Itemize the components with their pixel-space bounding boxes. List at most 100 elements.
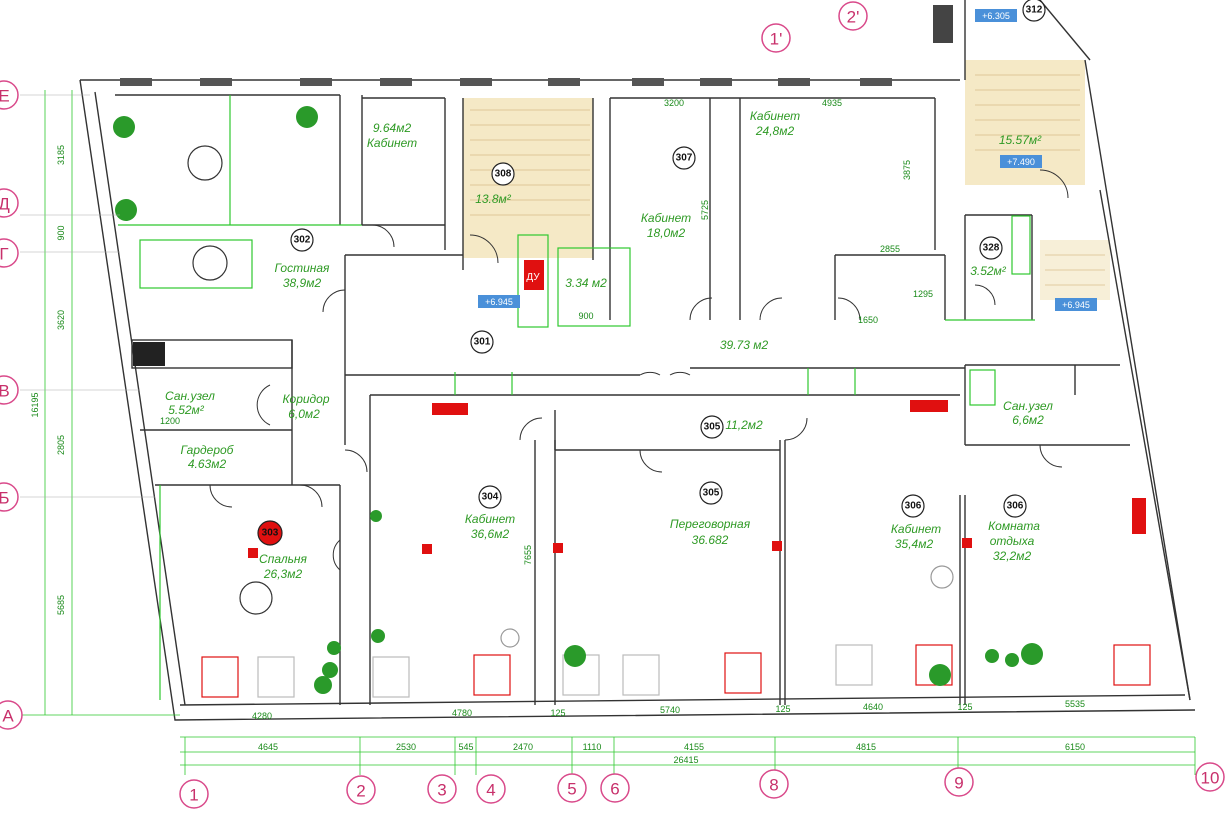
room-306b-label: Комната [988,519,1040,533]
room-312-area: 15.57м² [999,133,1042,147]
svg-text:6: 6 [610,780,619,799]
dim-4640: 4640 [863,702,883,712]
room-san1-area: 5.52м² [168,403,205,417]
dim-900: 900 [578,311,593,321]
dim-b-545: 545 [458,742,473,752]
svg-text:В: В [0,382,10,401]
room-labels: Гостиная 38,9м2 9.64м2 Кабинет Кабинет 1… [165,109,1053,581]
wc-tag: ДУ [526,272,540,283]
marker-308: 308 [491,162,515,186]
marker-305-small: 305 [700,415,724,439]
dims-bottom: 4645 2530 545 2470 1110 4155 4815 6150 2… [258,742,1085,765]
svg-text:8: 8 [769,776,778,795]
dim-2855: 2855 [880,244,900,254]
room-san2-area: 6,6м2 [1012,413,1044,427]
marker-312: 312 [1022,0,1046,22]
room-gard-area: 4.63м2 [188,457,227,471]
dim-125-b: 125 [775,704,790,714]
dim-4780: 4780 [452,708,472,718]
svg-text:1: 1 [189,786,198,805]
green-lines [139,95,1031,700]
dim-125-c: 125 [957,702,972,712]
axis-8: 8 [759,769,789,799]
svg-text:10: 10 [1201,769,1220,788]
dim-5740: 5740 [660,705,680,715]
dimension-lines [20,90,1196,775]
dim-left-4: 2805 [56,435,66,455]
dim-b-2470: 2470 [513,742,533,752]
marker-305: 305 [699,481,723,505]
marker-328: 328 [979,236,1003,260]
room-cab-area: 9.64м2 [373,121,412,135]
level-tags: +6.305 +7.490 +6.945 +6.945 [478,9,1097,311]
room-corr-area: 6,0м2 [288,407,320,421]
dim-left-2: 900 [56,225,66,240]
svg-text:303: 303 [262,528,279,539]
dim-1200: 1200 [160,416,180,426]
axis-bubbles-bottom: 1 2 3 4 5 6 8 9 10 [179,762,1225,809]
svg-text:2: 2 [356,782,365,801]
dim-b-4815: 4815 [856,742,876,752]
svg-text:А: А [2,707,14,726]
axis-9: 9 [944,767,974,797]
axis-A: А [0,700,23,730]
svg-text:306: 306 [1007,501,1024,512]
dim-3200: 3200 [664,98,684,108]
svg-text:312: 312 [1026,5,1043,16]
room-304-label: Кабинет [465,512,515,526]
room-306a-area: 35,4м2 [895,537,934,551]
svg-text:301: 301 [474,337,491,348]
room-304-area: 36,6м2 [471,527,510,541]
svg-text:305: 305 [703,488,720,499]
room-306b-label2: отдыха [990,534,1035,548]
svg-text:5: 5 [567,780,576,799]
dim-4935: 4935 [822,98,842,108]
axis-2: 2 [346,775,376,805]
svg-text:Е: Е [0,87,10,106]
axis-V: В [0,375,19,405]
svg-text:Д: Д [0,195,10,214]
svg-text:3: 3 [437,781,446,800]
svg-text:4: 4 [486,781,495,800]
axis-3: 3 [427,774,457,804]
svg-text:1': 1' [770,30,783,49]
room-cab-label: Кабинет [367,136,417,150]
axis-5: 5 [557,773,587,803]
dim-b-4155: 4155 [684,742,704,752]
room-306a-label: Кабинет [891,522,941,536]
room-306b-area: 32,2м2 [993,549,1032,563]
marker-306b: 306 [1003,494,1027,518]
axis-4: 4 [476,774,506,804]
svg-text:306: 306 [905,501,922,512]
room-328-area: 3.52м² [970,264,1007,278]
dim-left-3: 3620 [56,310,66,330]
svg-text:Г: Г [0,245,9,264]
svg-text:308: 308 [495,169,512,180]
room-302-label: Гостиная [275,261,330,275]
level-4: +6.945 [1062,300,1090,310]
svg-text:305: 305 [704,422,721,433]
stair-areas [463,60,1110,300]
axis-10: 10 [1195,762,1225,792]
level-1: +6.305 [982,11,1010,21]
room-303-area: 26,3м2 [263,567,303,581]
svg-text:9: 9 [954,774,963,793]
dim-b-1110: 1110 [583,742,602,752]
dim-b-4645: 4645 [258,742,278,752]
marker-301: 301 [470,330,494,354]
marker-307: 307 [672,146,696,170]
dim-125-a: 125 [550,708,565,718]
dim-3875: 3875 [902,160,912,180]
floor-fixtures [187,145,1151,698]
room-308-area: 13.8м² [475,192,512,206]
axis-bubbles-left: Е Д Г В Б А [0,80,23,730]
room-cab2-area: 24,8м2 [755,124,795,138]
dim-b-total: 26415 [673,755,698,765]
axis-E: Е [0,80,19,110]
room-305-label: Переговорная [670,517,751,531]
dim-left-5: 5685 [56,595,66,615]
axis-D: Д [0,188,19,218]
room-305-small-area: 11,2м2 [725,418,763,432]
svg-text:302: 302 [294,235,311,246]
